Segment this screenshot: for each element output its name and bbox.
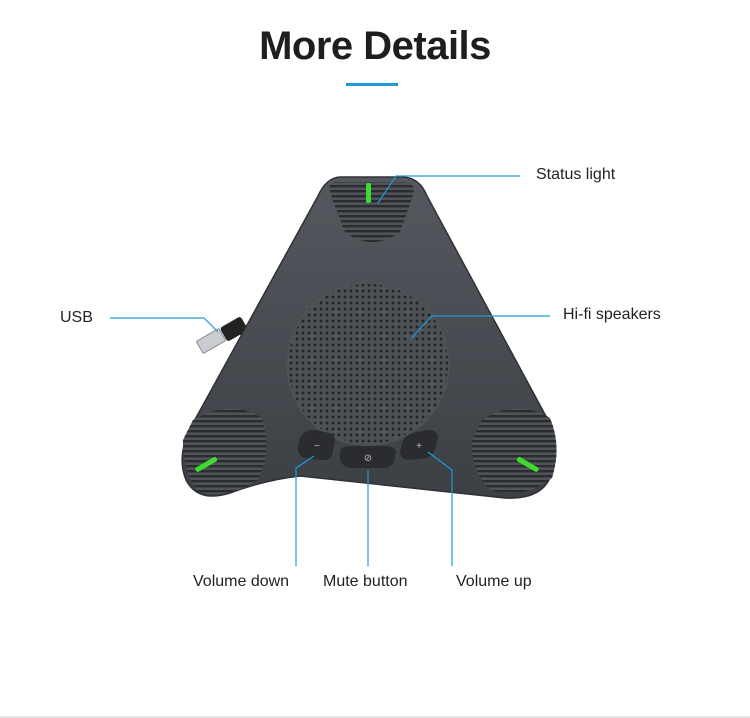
- volume-up-line: [427, 451, 453, 566]
- svg-text:−: −: [314, 441, 320, 452]
- svg-text:⊘: ⊘: [364, 453, 372, 464]
- usb-label: USB: [60, 309, 93, 326]
- volume-up-label: Volume up: [456, 573, 532, 590]
- bottom-divider: [0, 716, 750, 718]
- callout-lines: [110, 175, 550, 566]
- svg-text:+: +: [416, 441, 422, 452]
- mute-button-label: Mute button: [323, 573, 408, 590]
- right-led: [516, 456, 539, 472]
- title-underline: [346, 83, 398, 86]
- usb-line: [110, 317, 219, 333]
- status-light-line: [377, 175, 520, 204]
- volume-down-label: Volume down: [193, 573, 290, 590]
- volume-down-line: [295, 455, 315, 566]
- status-light-label: Status light: [536, 166, 616, 183]
- hifi-speakers-line: [409, 315, 550, 341]
- hifi-speakers-label: Hi-fi speakers: [563, 306, 661, 323]
- status-light-led: [366, 183, 371, 203]
- volume-down-button[interactable]: −: [297, 430, 335, 460]
- page-title: More Details: [259, 24, 491, 68]
- left-led: [195, 457, 218, 472]
- mute-button[interactable]: ⊘: [340, 446, 396, 468]
